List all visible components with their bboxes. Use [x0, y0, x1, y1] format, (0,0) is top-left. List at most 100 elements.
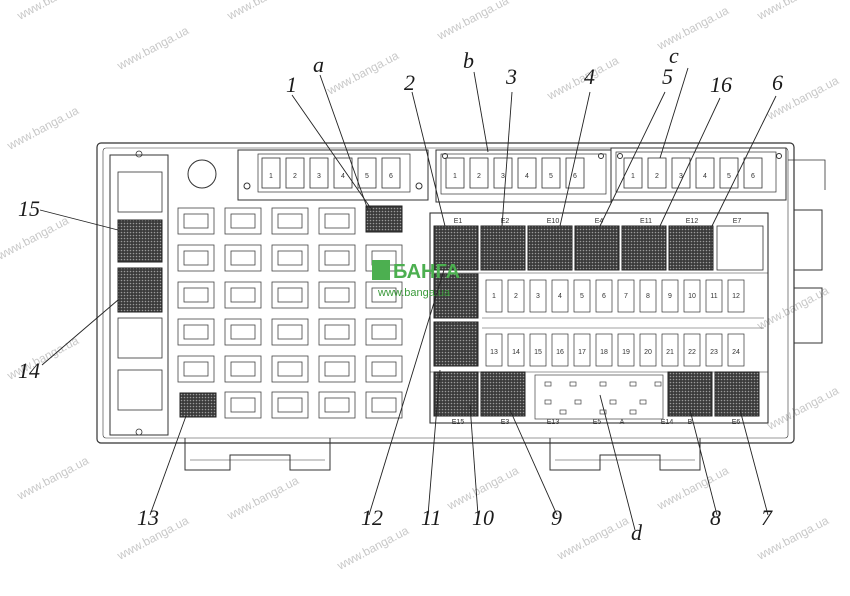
mini-fuse: [507, 279, 525, 313]
relay-socket: [177, 318, 215, 346]
mini-fuse-label: 8: [646, 293, 650, 300]
mini-fuse-label: 21: [666, 349, 674, 356]
relay-slot-label: E2: [501, 218, 510, 225]
watermark-text: www.banga.ua: [654, 3, 731, 53]
leader-line: [739, 409, 769, 516]
leader-line: [689, 409, 718, 516]
relay-socket-slot: [324, 361, 350, 377]
callout-n12: 12: [361, 505, 383, 530]
callout-n8: 8: [710, 505, 721, 530]
mini-fuse-label: 6: [602, 293, 606, 300]
relay-socket-slot: [277, 287, 303, 303]
relay-socket-slot: [324, 213, 350, 229]
relay-hatched: [668, 225, 714, 271]
leader-line: [368, 269, 445, 516]
mini-fuse-label: 16: [556, 349, 564, 356]
watermark-text: www.banga.ua: [434, 0, 511, 43]
callout-n5: 5: [662, 64, 673, 89]
relay-hatched: [480, 371, 526, 417]
top-fuse: [493, 157, 513, 189]
relay-socket: [177, 281, 215, 309]
relay-socket: [318, 281, 356, 309]
relay-socket-slot: [277, 250, 303, 266]
callout-n2: 2: [404, 70, 415, 95]
relay-slot-label: E6: [732, 419, 741, 426]
relay-hatched: [621, 225, 667, 271]
mini-fuse: [683, 333, 701, 367]
relay-slot-label: E13: [547, 419, 560, 426]
leader-line: [469, 404, 479, 516]
relay-socket: [318, 244, 356, 272]
relay-socket-slot: [230, 361, 256, 377]
mini-fuse: [683, 279, 701, 313]
top-fuse-label: 1: [453, 173, 457, 180]
watermark-text: www.banga.ua: [324, 48, 401, 98]
left-relay-column: [109, 150, 169, 436]
relay-socket: [271, 281, 309, 309]
leader-line: [41, 299, 119, 366]
top-fuse: [541, 157, 561, 189]
mini-fuse: [727, 333, 745, 367]
relay-socket-slot: [183, 361, 209, 377]
callout-b: b: [463, 48, 474, 73]
top-fuse-label: 1: [631, 173, 635, 180]
mini-fuse: [727, 279, 745, 313]
top-fuse: [695, 157, 715, 189]
leader-lines: [39, 67, 777, 531]
relay-hatched: [714, 371, 760, 417]
callout-n15: 15: [18, 196, 40, 221]
callout-c: c: [669, 43, 679, 68]
callout-n16: 16: [710, 72, 732, 97]
relay-socket-slot: [230, 213, 256, 229]
mini-fuse-label: 12: [732, 293, 740, 300]
contact-slot: [599, 381, 607, 387]
relay-hatched: [667, 371, 713, 417]
relay-hatched: [527, 225, 573, 271]
relay-socket: [224, 318, 262, 346]
callout-n4: 4: [584, 64, 595, 89]
relay-socket-slot: [183, 250, 209, 266]
mini-fuse: [507, 333, 525, 367]
relay-socket: [271, 391, 309, 419]
relay-slot-label: E5: [593, 419, 602, 426]
contact-slot: [544, 399, 552, 405]
relay-socket: [271, 244, 309, 272]
contact-slot: [609, 399, 617, 405]
mini-fuse: [551, 279, 569, 313]
relay-socket: [365, 318, 403, 346]
callout-n7: 7: [761, 505, 773, 530]
top-fuse: [261, 157, 281, 189]
mini-fuse-label: 11: [710, 293, 717, 300]
relay-socket: [318, 355, 356, 383]
relay-hatched: [574, 225, 620, 271]
relay-socket: [177, 355, 215, 383]
watermark-text: www.banga.ua: [754, 283, 831, 333]
relay-slot-label: E10: [547, 218, 560, 225]
relay-slot-label: E11: [640, 218, 652, 225]
leader-line: [559, 91, 591, 227]
relay-socket-slot: [277, 324, 303, 340]
top-fuse: [333, 157, 353, 189]
relay-socket: [318, 391, 356, 419]
middle-socket-frame: [534, 374, 664, 420]
callout-n11: 11: [421, 505, 441, 530]
top-fuse-label: 4: [703, 173, 707, 180]
mini-fuse: [705, 279, 723, 313]
fuse-box-outline: [96, 142, 826, 471]
contact-slot: [629, 381, 637, 387]
top-fuse-label: 4: [525, 173, 529, 180]
relay-socket-slot: [277, 213, 303, 229]
relay-socket: [224, 244, 262, 272]
top-fuse-label: 6: [389, 173, 393, 180]
callout-a: a: [313, 52, 324, 77]
relay-slot-label: E15: [452, 419, 465, 426]
middle-socket-area: [534, 374, 664, 420]
contact-slot: [559, 409, 567, 415]
mini-fuse-label: 7: [624, 293, 628, 300]
top-fuse-label: 6: [573, 173, 577, 180]
mini-fuse-label: 13: [490, 349, 498, 356]
relay-socket-slot: [371, 324, 397, 340]
mini-fuse: [551, 333, 569, 367]
mini-fuse-label: 3: [536, 293, 540, 300]
watermark-text: www.banga.ua: [4, 103, 81, 153]
